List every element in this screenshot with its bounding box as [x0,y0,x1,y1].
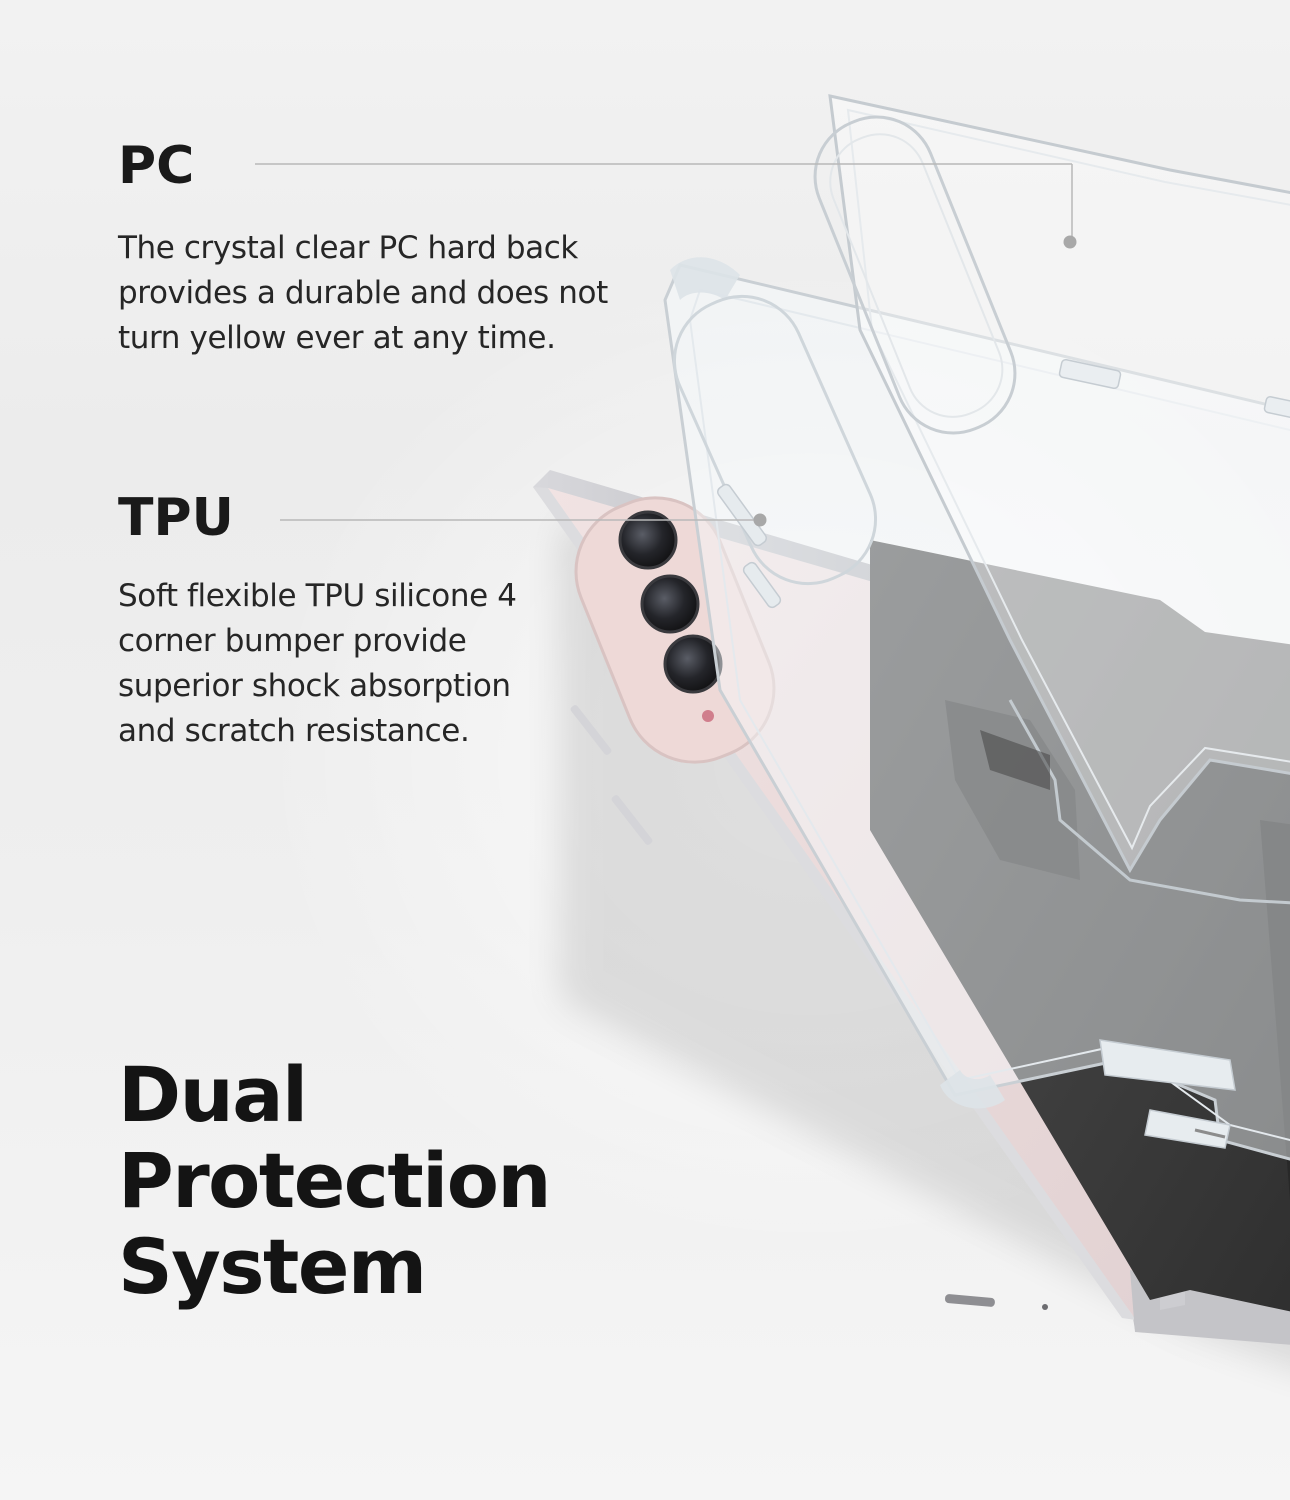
pc-description: The crystal clear PC hard back provides … [118,230,608,356]
tpu-title: TPU [118,488,234,548]
headline-line-2: Protection [118,1136,552,1225]
tpu-leader-line [280,513,767,527]
headline-line-3: System [118,1222,427,1311]
tpu-description: Soft flexible TPU silicone 4 corner bump… [118,578,517,749]
headline-line-1: Dual [118,1050,308,1139]
pc-title: PC [118,136,195,196]
headline: Dual Protection System [118,1052,678,1310]
pc-back-plate-illustration [813,94,1290,874]
clear-case-illustration [663,257,1290,1161]
pc-leader-line [255,163,1077,249]
